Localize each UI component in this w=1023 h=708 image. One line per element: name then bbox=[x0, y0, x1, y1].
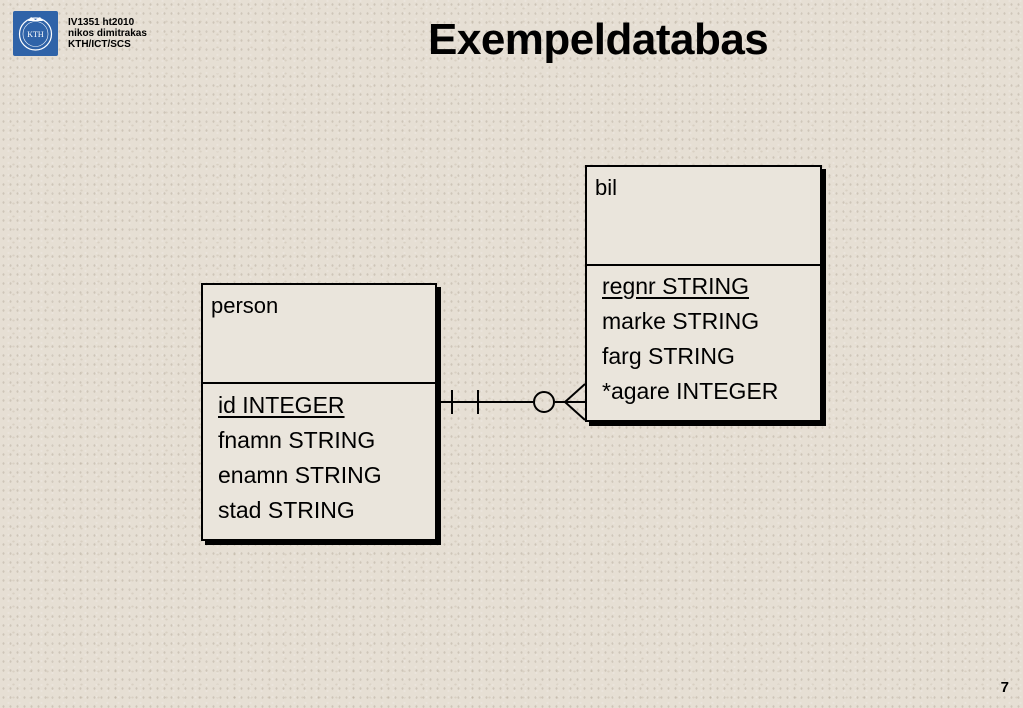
page-title: Exempeldatabas bbox=[428, 15, 769, 64]
attribute-primary-key: id INTEGER bbox=[218, 392, 345, 418]
attribute-foreign-key: *agare INTEGER bbox=[602, 378, 779, 404]
attribute: stad STRING bbox=[218, 497, 355, 523]
attribute: enamn STRING bbox=[218, 462, 382, 488]
department: KTH/ICT/SCS bbox=[68, 39, 131, 50]
entity-attributes: regnr STRING marke STRING farg STRING *a… bbox=[587, 267, 820, 420]
attribute: fnamn STRING bbox=[218, 427, 376, 453]
entity-name: bil bbox=[587, 167, 820, 266]
entity-name: person bbox=[203, 285, 435, 384]
attribute: farg STRING bbox=[602, 343, 735, 369]
cardinality-zero-or-many-marker bbox=[533, 383, 586, 421]
entity-attributes: id INTEGER fnamn STRING enamn STRING sta… bbox=[203, 385, 435, 539]
entity-person: person id INTEGER fnamn STRING enamn STR… bbox=[201, 283, 437, 541]
logo-text: KTH bbox=[27, 30, 44, 39]
entity-bil: bil regnr STRING marke STRING farg STRIN… bbox=[585, 165, 822, 422]
course-info: IV1351 ht2010 nikos dimitrakas KTH/ICT/S… bbox=[68, 17, 147, 50]
kth-logo: KTH bbox=[13, 11, 58, 56]
attribute: marke STRING bbox=[602, 308, 760, 334]
author-name: nikos dimitrakas bbox=[68, 28, 147, 39]
kth-logo-icon: KTH bbox=[18, 17, 53, 51]
page-number: 7 bbox=[1000, 679, 1009, 696]
cardinality-one-marker bbox=[451, 390, 479, 414]
course-code: IV1351 ht2010 bbox=[68, 17, 135, 28]
attribute-primary-key: regnr STRING bbox=[602, 273, 749, 299]
